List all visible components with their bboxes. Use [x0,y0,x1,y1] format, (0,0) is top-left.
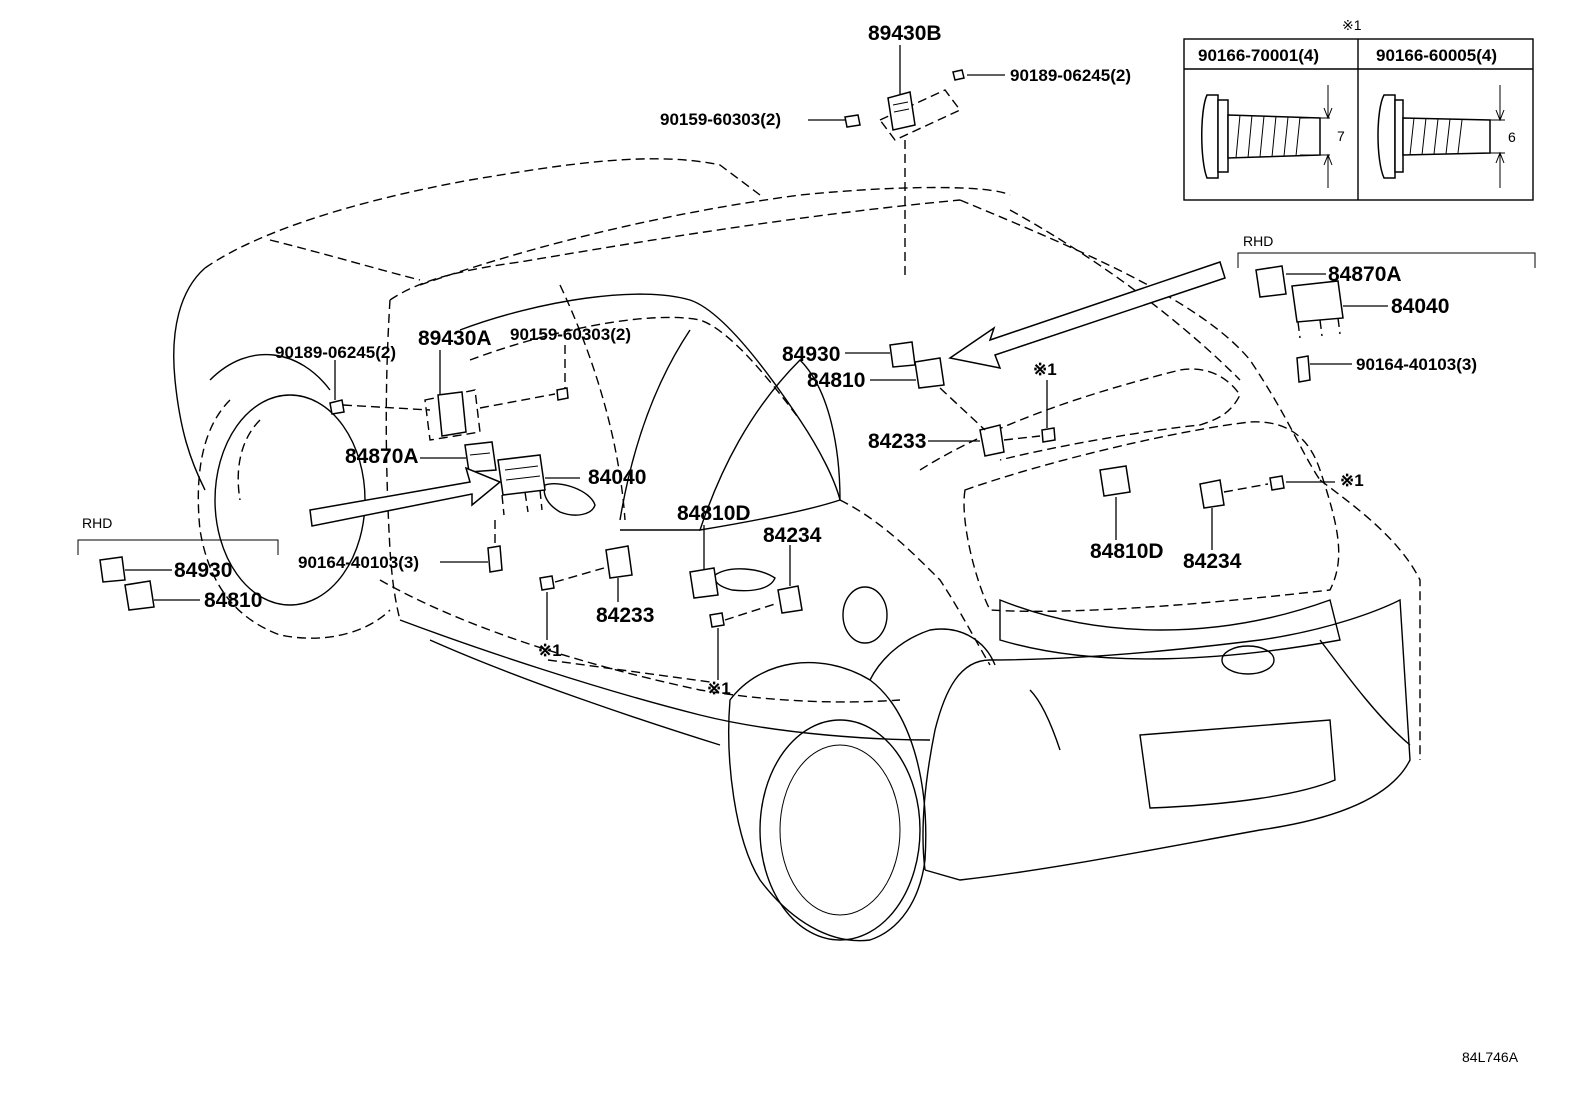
direction-arrow-icon [309,466,502,527]
part-84234-rear-icon [1199,479,1225,509]
bolt-icon [487,545,503,573]
part-84233-upper-icon [979,424,1005,457]
rhd-right-group: RHD 84870A 84040 90164-40103(3) [1237,233,1536,383]
part-84810-center-icon [914,357,945,389]
label-screw-top-right: 90189-06245(2) [1010,66,1131,85]
label-84810D-door: 84810D [677,502,751,525]
label-84233-upper: 84233 [868,430,926,453]
label-84870A-rhd: 84870A [1328,263,1402,286]
label-84810-center: 84810 [807,369,865,392]
label-84234-rear: 84234 [1183,550,1242,573]
callout-labels: 89430B 90189-06245(2) 90159-60303(2) 894… [275,22,1364,698]
clip-screw-60005-icon [1377,85,1505,188]
label-89430B: 89430B [868,22,942,45]
label-note-mark-3: ※1 [538,641,562,660]
label-screw-top-left: 90159-60303(2) [660,110,781,129]
part-84930-rhd-icon [99,556,126,583]
screw-icon [539,575,555,591]
label-84930-rhd: 84930 [174,559,232,582]
parts [309,69,1285,628]
fastener-inset: ※1 90166-70001(4) 90166-60005(4) 7 6 [1183,17,1534,201]
part-84930-center-icon [889,341,916,368]
label-note-mark-2: ※1 [1340,471,1364,490]
label-note-mark-4: ※1 [707,679,731,698]
label-84234-door: 84234 [763,524,822,547]
rhd-left-group: RHD 84930 84810 [77,515,279,612]
screw-icon [1269,475,1285,491]
screw-icon [709,612,725,628]
clip-screw-70001-icon [1201,85,1333,188]
label-84930-center: 84930 [782,343,840,366]
label-screw-left-upper: 90189-06245(2) [275,343,396,362]
label-84233-lower: 84233 [596,604,654,627]
label-84040-rhd: 84040 [1391,295,1449,318]
direction-arrow-icon [948,261,1226,370]
part-84040-rhd-icon [1291,280,1344,323]
label-89430A: 89430A [418,327,492,350]
label-84810-rhd: 84810 [204,589,262,612]
part-84233-lower-icon [605,545,633,579]
diagram-code: 84L746A [1462,1049,1519,1065]
vehicle-outline [173,140,1421,942]
label-note-mark-1: ※1 [1033,360,1057,379]
part-84810D-rear-icon [1099,465,1131,497]
label-84040-left: 84040 [588,466,646,489]
label-84870A-left: 84870A [345,445,419,468]
inset-col2-header: 90166-60005(4) [1376,46,1497,65]
inset-col1-header: 90166-70001(4) [1198,46,1319,65]
screw-icon [844,114,861,128]
bolt-rhd-icon [1296,355,1311,383]
label-bolt-left: 90164-40103(3) [298,553,419,572]
screw-icon [329,399,345,415]
label-screw-mid-upper: 90159-60303(2) [510,325,631,344]
part-84040-left-icon [497,454,546,516]
screw-icon [1041,427,1056,443]
part-84870A-left-icon [464,441,497,473]
part-89430B-icon [878,89,962,141]
part-89430A-icon [424,389,481,441]
screw-icon [556,387,569,401]
leader-lines [334,45,1335,683]
inset-col2-dim: 6 [1508,129,1516,145]
rhd-left-heading: RHD [82,515,112,531]
inset-col1-dim: 7 [1337,128,1345,144]
part-84870A-rhd-icon [1255,265,1287,298]
label-84810D-rear: 84810D [1090,540,1164,563]
part-84810-rhd-icon [124,580,155,611]
part-84810D-door-icon [689,567,719,599]
screw-icon [952,69,965,81]
label-bolt-rhd: 90164-40103(3) [1356,355,1477,374]
part-84234-door-icon [777,585,803,614]
rhd-right-heading: RHD [1243,233,1273,249]
inset-note: ※1 [1342,17,1362,33]
